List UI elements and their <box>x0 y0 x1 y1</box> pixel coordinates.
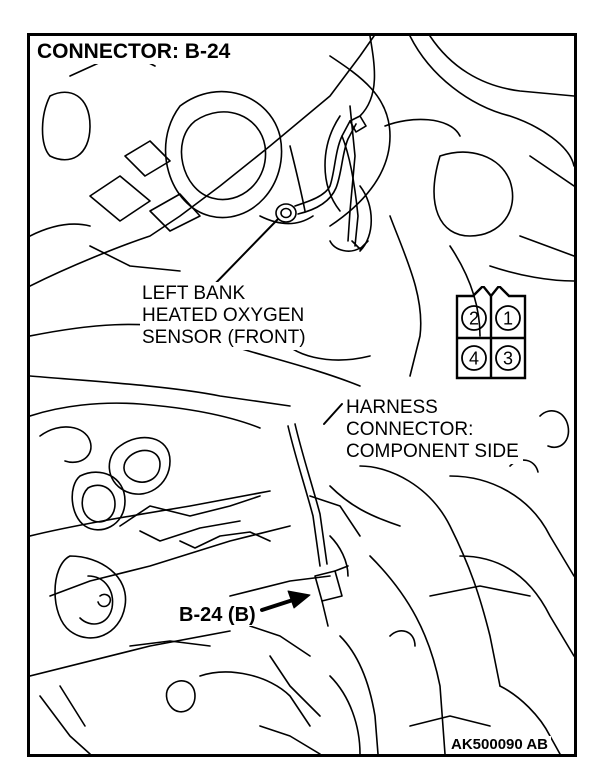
harness-leader-line <box>323 403 343 425</box>
connector-pin-diagram: 2 1 4 3 <box>455 286 527 380</box>
sensor-label-line-2: HEATED OXYGEN <box>142 305 305 326</box>
pin-4-number: 4 <box>469 349 479 369</box>
pin-4-circle <box>461 345 487 371</box>
harness-label-line-1: HARNESS <box>346 397 438 418</box>
intake-outline <box>329 410 574 754</box>
pin-3-circle <box>495 345 521 371</box>
sensor-label: LEFT BANK HEATED OXYGEN SENSOR (FRONT) <box>140 282 310 350</box>
harness-label-line-3: COMPONENT SIDE <box>346 441 519 462</box>
sensor-leader-line <box>209 218 279 290</box>
diagram-frame: CONNECTOR: B-24 LEFT BANK HEATED OXYGEN … <box>27 33 577 757</box>
pin-3-number: 3 <box>503 349 513 369</box>
harness-label: HARNESS CONNECTOR: COMPONENT SIDE <box>344 396 523 464</box>
lower-engine-outline <box>30 402 331 754</box>
drawing-code: AK500090 AB <box>448 736 551 753</box>
sensor-label-line-3: SENSOR (FRONT) <box>142 327 306 348</box>
pin-2-circle <box>461 305 487 331</box>
oxygen-sensor-drawing <box>275 115 369 250</box>
harness-connector-drawing <box>287 423 361 627</box>
b24-arrow-head <box>287 590 311 609</box>
engine-line-drawing <box>30 36 574 754</box>
upper-engine-outline <box>30 36 574 407</box>
connector-title: CONNECTOR: B-24 <box>37 41 234 64</box>
pin-1-number: 1 <box>503 309 513 329</box>
b24-arrow-shaft <box>260 597 298 612</box>
connector-pointer-label: B-24 (B) <box>176 604 259 626</box>
pin-2-number: 2 <box>469 309 479 329</box>
harness-label-line-2: CONNECTOR: <box>346 419 474 440</box>
pin-1-circle <box>495 305 521 331</box>
sensor-label-line-1: LEFT BANK <box>142 283 246 304</box>
